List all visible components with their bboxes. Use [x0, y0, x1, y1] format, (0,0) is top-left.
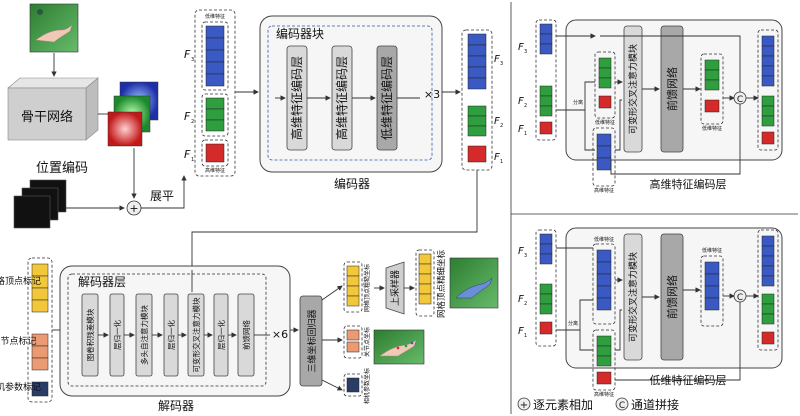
svg-text:前馈网络: 前馈网络 [665, 275, 679, 319]
upsampler: 上采样器 [385, 261, 405, 315]
svg-text:可变形交叉注意力模块: 可变形交叉注意力模块 [627, 252, 639, 342]
decoder-outputs: 网格顶点粗糙坐标 关节点坐标 相机参数坐标 [343, 261, 371, 404]
svg-text:相机参数坐标: 相机参数坐标 [363, 368, 371, 404]
svg-text:2: 2 [524, 103, 527, 109]
lo-enc-layer-title: 低维特征编码层 [650, 373, 727, 387]
positional-encoding: 位置编码 [13, 161, 88, 229]
encoder-label: 编码器 [334, 176, 370, 191]
svg-text:层归一化: 层归一化 [166, 320, 176, 350]
svg-text:C: C [619, 401, 625, 411]
backbone-label: 骨干网络 [21, 109, 73, 125]
svg-text:F: F [518, 326, 524, 337]
svg-text:高维特征: 高维特征 [594, 391, 614, 398]
svg-text:层归一化: 层归一化 [216, 320, 226, 350]
svg-text:+: + [520, 400, 528, 411]
decoder-input-tokens: 网格顶点标记 关节点标记 相机参数标记 [0, 257, 53, 403]
decoder: 解码器层 图卷积残差模块 层归一化 多头自注意力模块 层归一化 可变形交叉注意力… [59, 265, 291, 413]
svg-text:2: 2 [524, 301, 527, 307]
svg-text:三维坐标回归器: 三维坐标回归器 [306, 309, 318, 372]
svg-text:低维特征: 低维特征 [594, 236, 614, 243]
output-joint-image [373, 329, 425, 365]
svg-text:×3: ×3 [424, 88, 440, 101]
svg-text:F: F [184, 48, 191, 61]
svg-text:1: 1 [191, 157, 194, 163]
camera-tokens-label: 相机参数标记 [0, 381, 41, 393]
svg-text:多头自注意力模块: 多头自注意力模块 [139, 305, 149, 365]
encoder-block-label: 编码器块 [276, 26, 324, 41]
svg-text:3: 3 [500, 61, 503, 67]
flatten-label: 展平 [150, 189, 174, 203]
svg-text:分离: 分离 [573, 99, 583, 106]
svg-text:F: F [518, 246, 524, 257]
svg-text:×6: ×6 [272, 328, 288, 341]
svg-text:低维特征: 低维特征 [702, 247, 722, 254]
decoder-layer-label: 解码器层 [78, 275, 126, 289]
hi-enc-layer-title: 高维特征编码层 [650, 177, 727, 191]
svg-text:1: 1 [524, 131, 527, 137]
svg-text:F: F [184, 148, 191, 161]
joint-tokens-label: 关节点标记 [0, 335, 37, 347]
svg-text:F: F [494, 116, 500, 127]
svg-text:上采样器: 上采样器 [389, 270, 401, 306]
svg-text:2: 2 [191, 119, 194, 125]
svg-text:网格顶点粗糙坐标: 网格顶点粗糙坐标 [363, 264, 371, 312]
svg-text:网格顶点精细坐标: 网格顶点精细坐标 [436, 250, 447, 319]
svg-text:3: 3 [524, 49, 527, 55]
svg-text:层归一化: 层归一化 [112, 320, 122, 350]
svg-text:F: F [518, 124, 524, 135]
svg-text:F: F [494, 54, 500, 65]
svg-text:图卷积残差模块: 图卷积残差模块 [85, 308, 95, 361]
decoder-label: 解码器 [158, 399, 194, 413]
legend-concat: 通道拼接 [631, 397, 679, 412]
svg-text:可变形交叉注意力模块: 可变形交叉注意力模块 [627, 44, 639, 134]
svg-text:高维特征: 高维特征 [594, 187, 614, 194]
svg-text:低维特征编码层: 低维特征编码层 [379, 56, 394, 140]
fine-mesh-tokens: 网格顶点精细坐标 [415, 250, 447, 319]
svg-text:高维特征编码层: 高维特征编码层 [289, 56, 304, 140]
svg-text:低维特征: 低维特征 [595, 119, 615, 126]
svg-text:高维特征编码层: 高维特征编码层 [334, 56, 349, 140]
input-image [29, 3, 79, 53]
svg-text:分离: 分离 [568, 320, 578, 327]
coord-regressor: 三维坐标回归器 [299, 295, 323, 387]
svg-text:C: C [737, 293, 743, 303]
svg-text:2: 2 [500, 123, 503, 129]
svg-text:3: 3 [191, 57, 194, 63]
svg-text:F: F [518, 96, 524, 107]
legend-add: 逐元素相加 [533, 398, 593, 412]
add-node: + [126, 200, 142, 216]
svg-text:1: 1 [500, 159, 503, 165]
svg-text:F: F [494, 152, 500, 163]
svg-text:1: 1 [524, 333, 527, 339]
svg-text:前馈网络: 前馈网络 [665, 67, 679, 111]
svg-text:可变形交叉注意力模块: 可变形交叉注意力模块 [191, 297, 201, 372]
svg-text:F: F [518, 42, 524, 53]
svg-text:前馈网络: 前馈网络 [241, 320, 251, 350]
mesh-tokens-label: 网格顶点标记 [0, 275, 41, 287]
svg-text:低维特征: 低维特征 [702, 125, 722, 132]
svg-text:+: + [129, 202, 138, 215]
svg-text:F: F [518, 294, 524, 305]
encoder: 编码器块 高维特征编码层 高维特征编码层 低维特征编码层 ×3 编码器 [259, 15, 443, 191]
svg-text:高维特征: 高维特征 [205, 167, 225, 174]
legend: + 逐元素相加 C 通道拼接 [517, 397, 679, 412]
feature-maps [107, 81, 159, 147]
output-mesh-image [449, 257, 499, 309]
pos-enc-label: 位置编码 [36, 161, 88, 176]
svg-text:关节点坐标: 关节点坐标 [363, 327, 371, 357]
svg-text:F: F [184, 110, 191, 123]
svg-text:C: C [737, 95, 743, 105]
svg-text:3: 3 [524, 253, 527, 259]
backbone-block: 骨干网络 [7, 77, 99, 141]
svg-text:低维特征: 低维特征 [205, 13, 225, 20]
